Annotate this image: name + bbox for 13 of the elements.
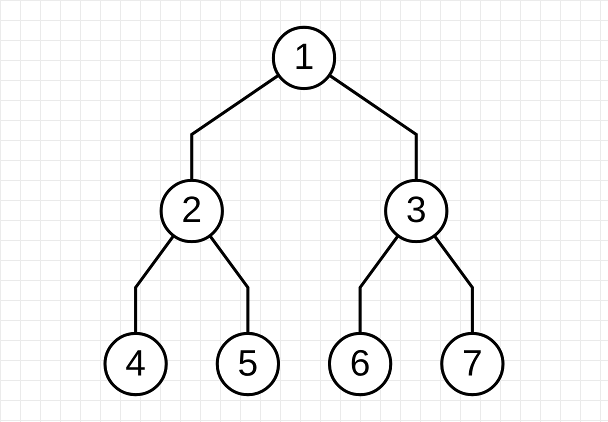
node-circle: 3 [384, 178, 448, 244]
connector [208, 234, 250, 334]
node-circle: 7 [440, 332, 505, 396]
node-circle: 2 [160, 178, 224, 244]
node-circle: 6 [328, 332, 392, 396]
connector [190, 74, 280, 180]
connector [134, 234, 175, 334]
node-circle: 1 [272, 26, 336, 90]
node-circle: 5 [216, 332, 280, 396]
node-circle: 4 [103, 332, 168, 396]
connector [358, 234, 400, 334]
connector [433, 234, 474, 334]
connector [328, 74, 418, 180]
